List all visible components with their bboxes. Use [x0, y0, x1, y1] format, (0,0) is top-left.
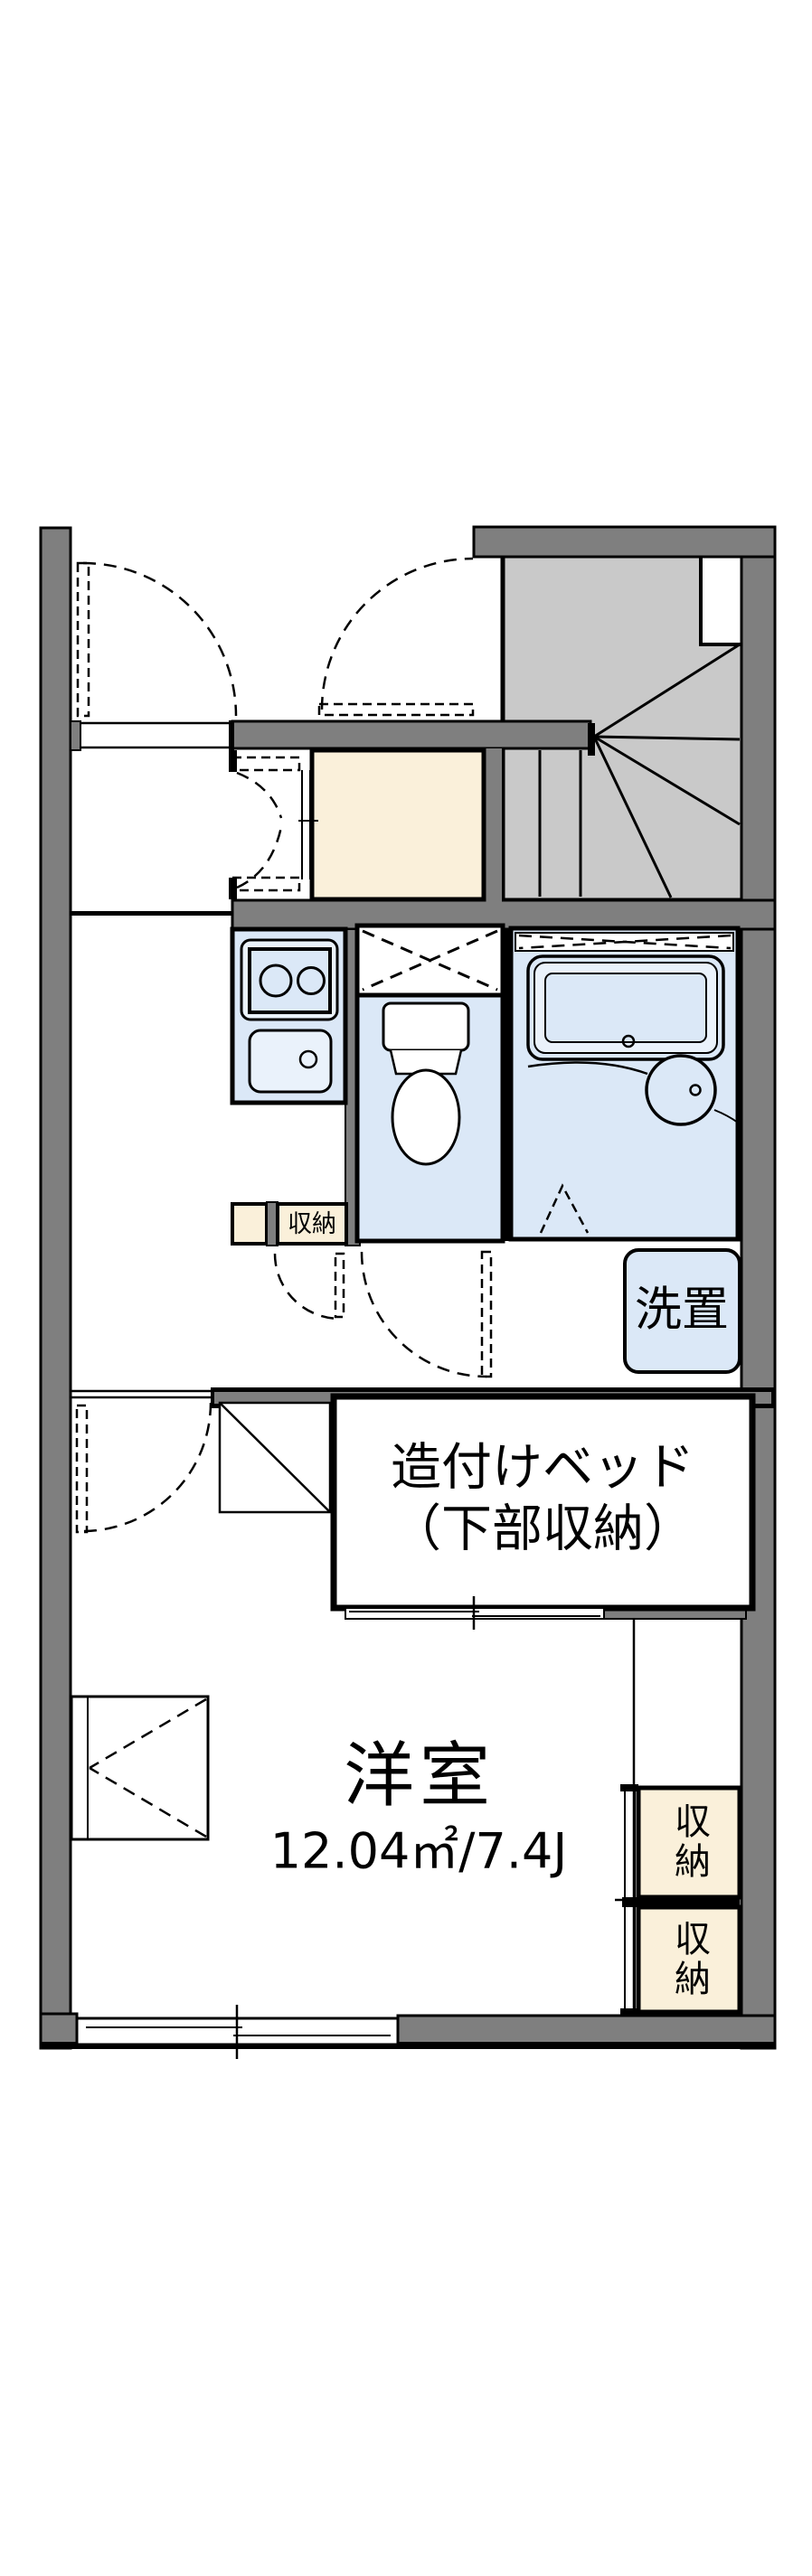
staircase-landing-notch	[699, 552, 745, 646]
fold-door-leaf-upper	[231, 756, 301, 772]
storage-door-leaf	[334, 1252, 345, 1319]
wall-entry-band	[231, 719, 592, 750]
washbasin-icon	[645, 1054, 717, 1126]
door-swing-entrance	[320, 557, 474, 710]
hall-storage-box-left	[231, 1202, 269, 1246]
toilet-room	[354, 923, 505, 1378]
staircase	[500, 551, 746, 903]
storage-column	[615, 1619, 742, 2016]
built-in-bed	[330, 1393, 756, 1630]
storage-door-stub	[620, 2008, 638, 2016]
toilet-icon	[391, 1068, 461, 1166]
hall-storage-label: 収納	[288, 1209, 336, 1238]
entry-closet-box	[309, 747, 486, 902]
storage-door-stub	[620, 1784, 638, 1791]
corner-cabinet-diagonal	[219, 1402, 331, 1513]
toilet-door-swing	[360, 1251, 487, 1378]
storage-lower-label: 収納	[668, 1920, 710, 1999]
cabinet-cross	[362, 929, 498, 992]
bath-counter-line	[527, 1061, 648, 1076]
wall-bottom	[396, 2014, 777, 2047]
wall-thin-hall	[71, 911, 232, 916]
door-leaf-entrance	[317, 702, 475, 717]
entry-closet	[229, 747, 486, 902]
burner-icon	[297, 966, 326, 995]
bathroom	[508, 926, 741, 1242]
sink-icon	[248, 1029, 333, 1094]
staircase-treads	[538, 643, 741, 898]
wall-bottom-edge	[41, 2042, 775, 2049]
room-area-label: 12.04㎡/7.4J	[269, 1822, 568, 1880]
wall-cap	[229, 720, 234, 751]
vent-cross	[518, 934, 732, 950]
left-window	[70, 1695, 210, 1841]
storage-upper-label: 収納	[668, 1802, 710, 1882]
toilet-tank	[382, 1001, 470, 1052]
main-room	[70, 1401, 400, 2059]
bath-counter-line	[713, 1109, 739, 1123]
washer-space	[623, 1248, 741, 1374]
bed-label-line1: 造付けベッド	[391, 1438, 694, 1498]
bed-label-line2: （下部収納）	[391, 1500, 694, 1559]
faucet-icon	[298, 1049, 318, 1069]
wall-bottom-left-corner	[39, 2012, 79, 2048]
fold-door-swing-upper	[236, 771, 283, 819]
doorframe-stub	[229, 750, 237, 772]
entry-doors	[76, 557, 475, 718]
storage-box-upper	[636, 1785, 742, 1900]
hall-storage	[231, 1201, 348, 1321]
bath-fold-door	[539, 1183, 590, 1234]
room-door-swing	[81, 1402, 212, 1533]
wall-right	[740, 525, 777, 2050]
left-window-swing	[89, 1766, 207, 1838]
bathtub-inner	[544, 973, 707, 1043]
fold-door-swing-lower	[236, 826, 283, 889]
washer-label: 洗置	[634, 1283, 730, 1338]
wall-closet-right	[484, 748, 502, 902]
wall-cap-stair-stub	[588, 723, 595, 756]
burner-icon	[259, 964, 293, 998]
kitchen	[230, 926, 348, 1105]
washbasin-drain	[689, 1084, 702, 1096]
wall-left	[39, 526, 72, 2050]
hall-storage-box-right	[276, 1202, 348, 1246]
wall-notch-left	[70, 720, 81, 751]
room-label: 洋室	[343, 1735, 496, 1818]
storage-divider	[622, 1897, 740, 1907]
washer-space-box	[623, 1248, 741, 1374]
fold-door-leaf-lower	[231, 876, 301, 892]
wall-toilet-bath	[503, 928, 511, 1241]
storage-box-lower	[636, 1904, 742, 2015]
room-door-leaf	[75, 1404, 89, 1534]
left-window-swing	[89, 1697, 207, 1770]
storage-door-swing	[273, 1253, 341, 1321]
wall-top	[472, 525, 777, 559]
bathtub-drain	[621, 1034, 636, 1048]
